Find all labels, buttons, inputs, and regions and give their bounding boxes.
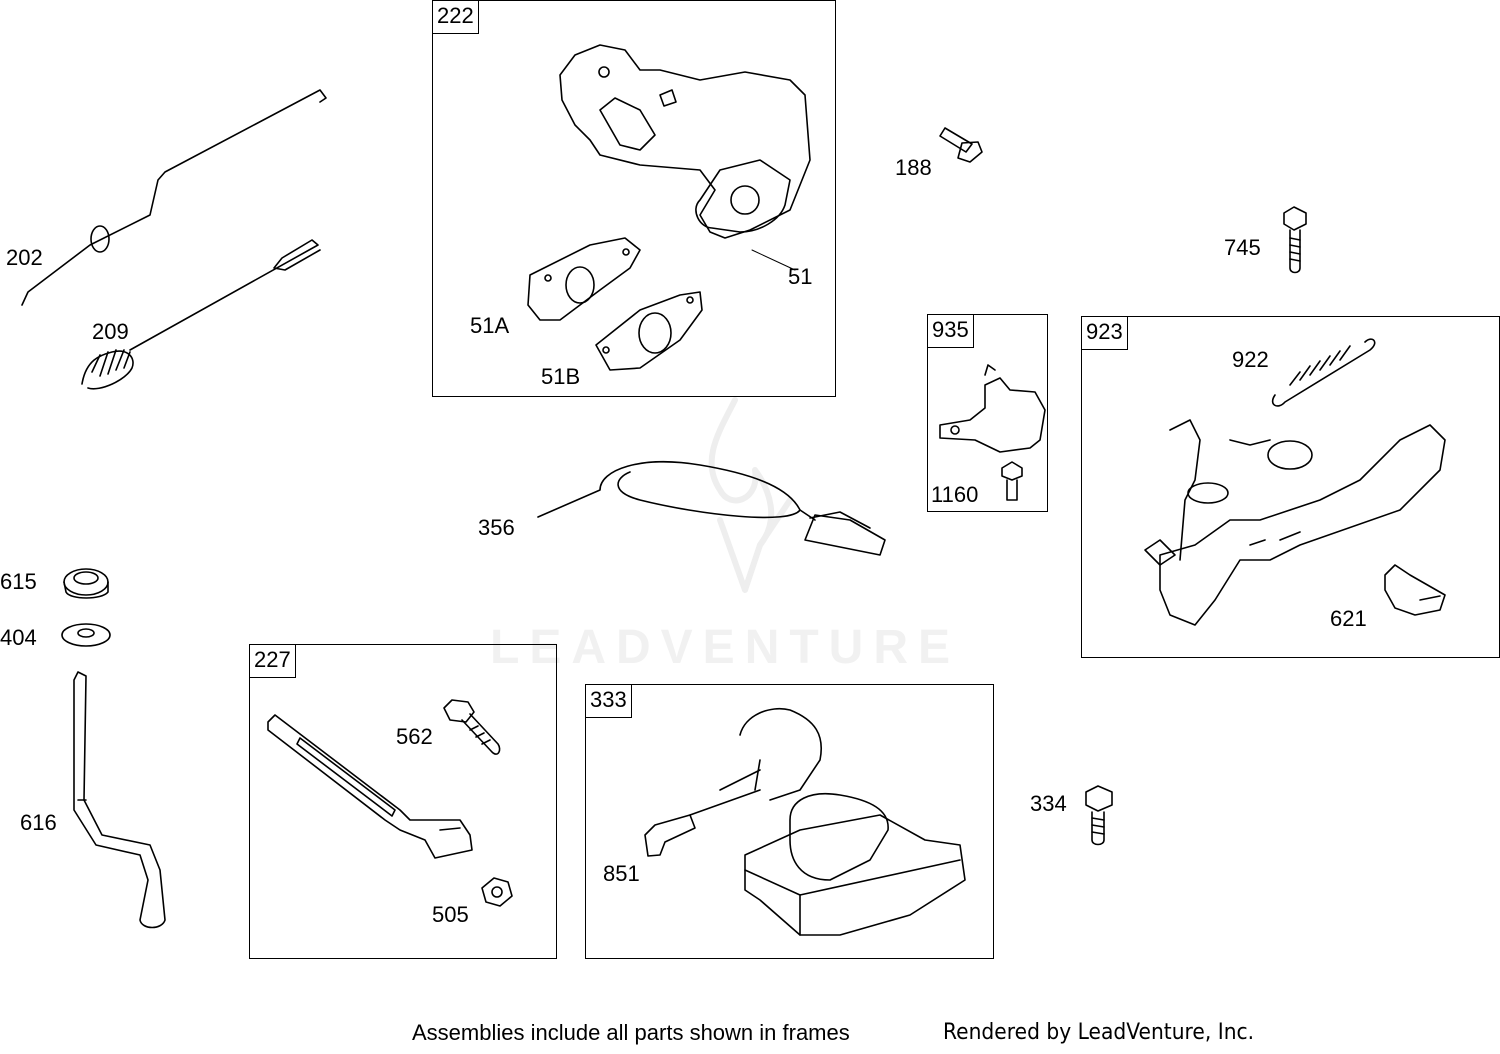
callout-188: 188 bbox=[895, 155, 932, 180]
part-745-bolt bbox=[1283, 206, 1307, 274]
part-935-bracket bbox=[939, 364, 1046, 453]
part-51A-gasket bbox=[527, 237, 641, 321]
callout-51: 51 bbox=[788, 264, 813, 289]
frame-222-tag: 222 bbox=[432, 0, 479, 34]
frame-923: 923 bbox=[1081, 316, 1500, 658]
frame-935: 935 bbox=[927, 314, 1048, 512]
footer-credit: Rendered by LeadVenture, Inc. bbox=[943, 1020, 1255, 1045]
callout-616: 616 bbox=[20, 810, 57, 835]
part-616-shaft bbox=[73, 671, 166, 929]
callout-562: 562 bbox=[396, 724, 433, 749]
callout-356: 356 bbox=[478, 515, 515, 540]
watermark: LEADVENTURE bbox=[490, 621, 961, 674]
callout-615: 615 bbox=[0, 569, 37, 594]
part-209-spring bbox=[81, 239, 321, 390]
callout-334: 334 bbox=[1030, 791, 1067, 816]
frame-333: 333 bbox=[585, 684, 994, 959]
callout-745: 745 bbox=[1224, 235, 1261, 260]
part-621-clip bbox=[1384, 564, 1446, 616]
frame-935-tag: 935 bbox=[927, 314, 974, 348]
watermark-logo bbox=[708, 397, 793, 593]
part-227-lever bbox=[267, 714, 473, 859]
frame-222: 222 bbox=[432, 0, 836, 397]
leader-51 bbox=[751, 249, 796, 271]
part-51B-gasket bbox=[595, 291, 703, 371]
part-615-nut bbox=[63, 568, 109, 599]
callout-51B: 51B bbox=[541, 364, 581, 389]
part-923-bracket bbox=[1144, 419, 1446, 626]
part-356-wire bbox=[537, 461, 886, 556]
callout-404: 404 bbox=[0, 625, 37, 650]
frame-333-tag: 333 bbox=[585, 684, 632, 718]
part-188-bolt bbox=[939, 127, 983, 163]
callout-621: 621 bbox=[1330, 606, 1367, 631]
callout-922: 922 bbox=[1232, 347, 1269, 372]
part-202-rod bbox=[21, 89, 327, 306]
part-333-coil bbox=[644, 708, 966, 936]
part-222-bracket bbox=[559, 44, 811, 239]
callout-851: 851 bbox=[603, 861, 640, 886]
part-562-bolt bbox=[443, 699, 501, 755]
callout-202: 202 bbox=[6, 245, 43, 270]
callout-505: 505 bbox=[432, 902, 469, 927]
part-334-bolt bbox=[1085, 785, 1113, 846]
frame-923-tag: 923 bbox=[1081, 316, 1128, 350]
frame-227: 227 bbox=[249, 644, 557, 959]
callout-1160: 1160 bbox=[931, 482, 979, 507]
part-1160-screw bbox=[1001, 461, 1023, 501]
callout-51A: 51A bbox=[470, 313, 510, 338]
footer-note: Assemblies include all parts shown in fr… bbox=[412, 1020, 850, 1045]
part-922-spring bbox=[1271, 338, 1376, 407]
frame-227-tag: 227 bbox=[249, 644, 296, 678]
part-505-nut bbox=[481, 877, 513, 907]
part-404-washer bbox=[61, 623, 111, 647]
callout-209: 209 bbox=[92, 319, 129, 344]
